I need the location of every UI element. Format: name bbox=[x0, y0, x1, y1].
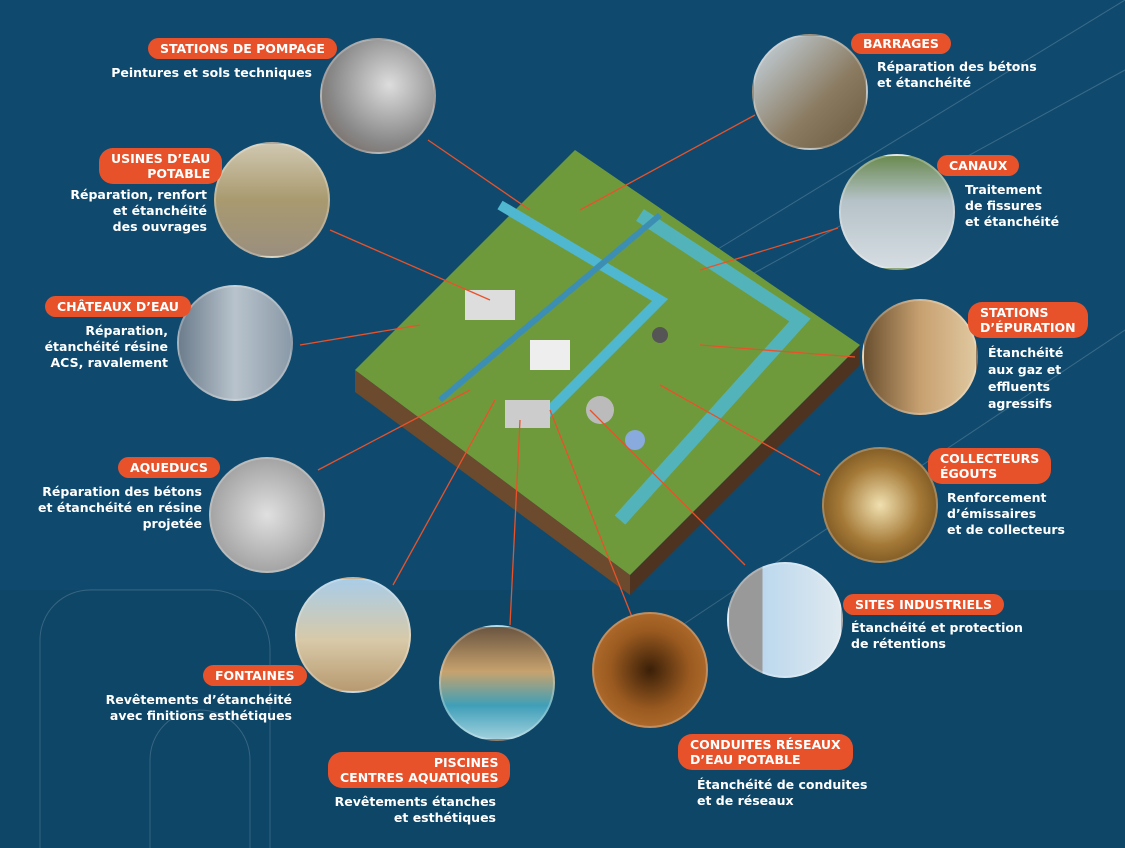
tag-barrages: BARRAGES bbox=[851, 33, 951, 54]
photo-chateaux-eau bbox=[177, 285, 293, 401]
desc-usines-eau: Réparation, renfort et étanchéité des ou… bbox=[70, 187, 207, 234]
tag-conduites: CONDUITES RÉSEAUX D’EAU POTABLE bbox=[678, 734, 853, 770]
tag-usines-eau: USINES D’EAU POTABLE bbox=[99, 148, 223, 184]
tag-collecteurs: COLLECTEURS ÉGOUTS bbox=[928, 448, 1052, 484]
photo-stations-pompage bbox=[320, 38, 436, 154]
desc-stations-epuration: Étanchéité aux gaz et effluents agressif… bbox=[988, 345, 1064, 411]
photo-usines-eau bbox=[214, 142, 330, 258]
connector-lines bbox=[299, 114, 856, 626]
desc-fontaines: Revêtements d’étanchéité avec finitions … bbox=[105, 692, 292, 723]
tag-aqueducs: AQUEDUCS bbox=[118, 457, 220, 478]
isometric-landscape bbox=[355, 150, 860, 595]
desc-chateaux-eau: Réparation, étanchéité résine ACS, raval… bbox=[44, 323, 168, 370]
photo-conduites bbox=[592, 612, 708, 728]
photo-piscines bbox=[439, 625, 555, 741]
tag-fontaines: FONTAINES bbox=[203, 665, 307, 686]
tag-canaux: CANAUX bbox=[937, 155, 1020, 176]
desc-sites-industriels: Étanchéité et protection de rétentions bbox=[851, 620, 1023, 651]
photo-stations-epuration bbox=[862, 299, 978, 415]
photo-aqueducs bbox=[209, 457, 325, 573]
desc-collecteurs: Renforcement d’émissaires et de collecte… bbox=[947, 490, 1065, 537]
tag-piscines: PISCINES CENTRES AQUATIQUES bbox=[328, 752, 511, 788]
tag-stations-pompage: STATIONS DE POMPAGE bbox=[148, 38, 337, 59]
photo-collecteurs bbox=[822, 447, 938, 563]
photo-sites-industriels bbox=[727, 562, 843, 678]
desc-barrages: Réparation des bétons et étanchéité bbox=[877, 59, 1037, 90]
photo-fontaines bbox=[295, 577, 411, 693]
photo-barrages bbox=[752, 34, 868, 150]
desc-aqueducs: Réparation des bétons et étanchéité en r… bbox=[38, 484, 202, 531]
tag-sites-industriels: SITES INDUSTRIELS bbox=[843, 594, 1005, 615]
photo-canaux bbox=[839, 154, 955, 270]
desc-stations-pompage: Peintures et sols techniques bbox=[111, 65, 312, 80]
tag-chateaux-eau: CHÂTEAUX D’EAU bbox=[45, 296, 191, 317]
desc-conduites: Étanchéité de conduites et de réseaux bbox=[697, 777, 868, 808]
desc-canaux: Traitement de fissures et étanchéité bbox=[965, 182, 1060, 229]
desc-piscines: Revêtements étanches et esthétiques bbox=[334, 794, 496, 825]
tag-stations-epuration: STATIONS D’ÉPURATION bbox=[968, 302, 1088, 338]
